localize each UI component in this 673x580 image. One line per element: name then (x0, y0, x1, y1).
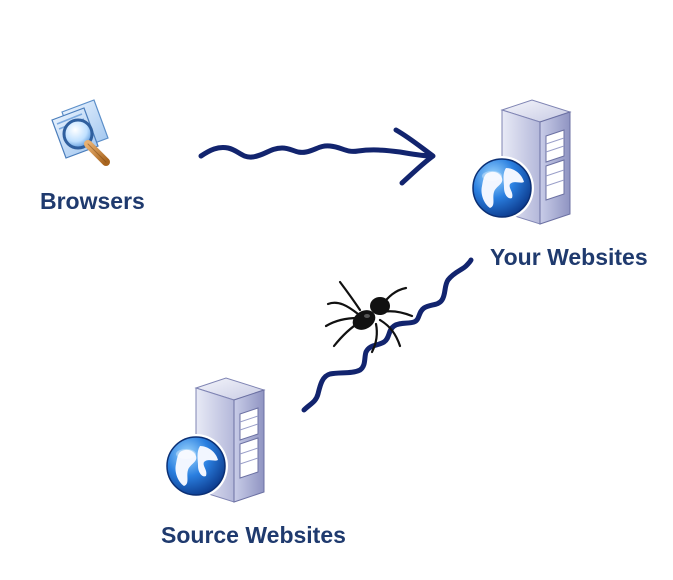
label-source-websites: Source Websites (161, 522, 346, 548)
label-browsers: Browsers (40, 188, 145, 214)
spider-icon (324, 280, 414, 354)
arrow-head (393, 127, 436, 186)
browser-magnifier-icon (48, 94, 122, 174)
web-server-globe-icon (160, 374, 300, 512)
jagged-line-source-to-yours (301, 257, 474, 413)
label-your-websites: Your Websites (490, 244, 648, 270)
web-server-globe-icon (466, 96, 606, 234)
wavy-arrow-browsers-to-yours (198, 143, 435, 160)
